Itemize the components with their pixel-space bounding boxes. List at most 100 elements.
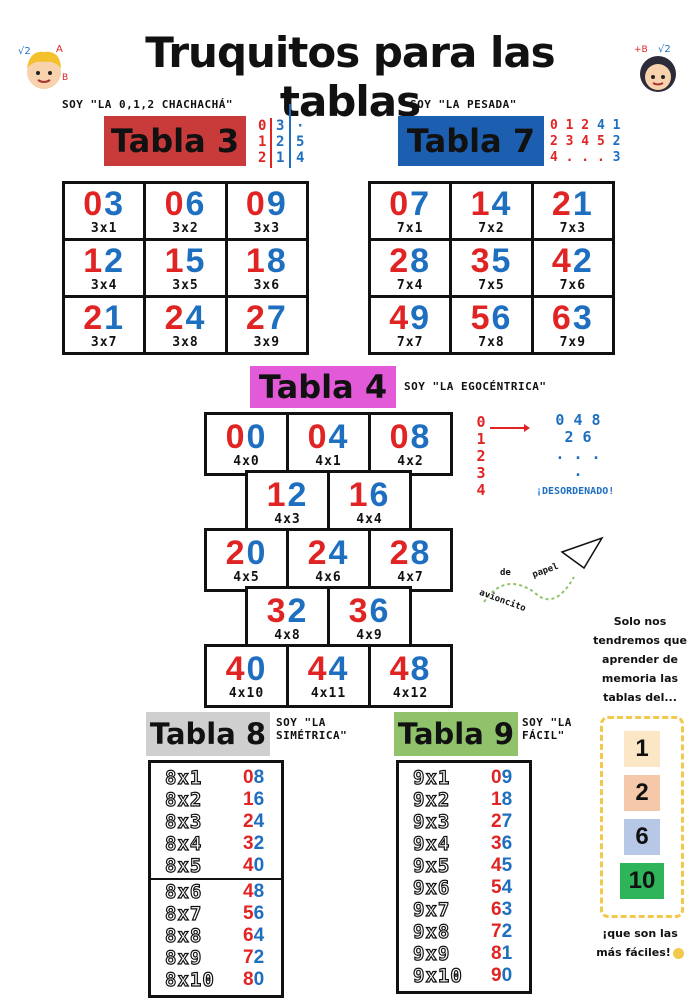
units-digit: 5	[491, 241, 513, 280]
units-digit: 3	[572, 298, 594, 337]
nickname-line: FÁCIL"	[522, 729, 565, 742]
avioncito-logo: de papel avioncito	[474, 532, 614, 632]
operation-label: 4x5	[233, 569, 260, 585]
units-digit: 5	[501, 855, 513, 876]
units-digit: 4	[253, 811, 265, 832]
hint-digit: 1	[476, 430, 486, 448]
tens-digit: 4	[389, 298, 411, 337]
tabla7-label: Tabla 7	[398, 116, 544, 166]
hint-digits: 2 6	[564, 428, 592, 446]
operation-label: 9x2	[412, 788, 451, 811]
units-digit: 2	[501, 921, 513, 942]
memory-line: tablas del...	[603, 691, 677, 704]
tabla4-hint-caption: ¡DESORDENADO!	[536, 486, 615, 497]
tens-digit: 6	[243, 925, 254, 946]
hint-digit: 4	[476, 481, 486, 499]
tens-digit: 3	[491, 833, 502, 854]
operation-label: 7x4	[396, 277, 424, 293]
tabla4-label: Tabla 4	[250, 366, 396, 408]
tens-digit: 6	[491, 899, 502, 920]
tens-digit: 0	[243, 767, 254, 788]
tabla8-nickname: SOY "LA SIMÉTRICA"	[276, 716, 347, 742]
units-digit: 7	[501, 811, 513, 832]
units-digit: 0	[246, 533, 268, 572]
units-digit: 1	[501, 943, 513, 964]
operation-label: 4x4	[356, 511, 383, 527]
hint-digit: 4	[296, 150, 305, 166]
tabla8-label: Tabla 8	[146, 712, 270, 756]
hint-digit: 3	[276, 118, 285, 134]
operation-label: 8x10	[164, 968, 215, 991]
arrow-icon	[490, 418, 530, 437]
tens-digit: 4	[225, 649, 247, 688]
svg-text:√2: √2	[18, 46, 31, 57]
tens-digit: 1	[348, 475, 370, 514]
hint-digits: 3	[612, 150, 621, 165]
operation-label: 8x2	[164, 788, 203, 811]
tens-digit: 0	[307, 417, 329, 456]
operation-label: 4x9	[356, 627, 383, 643]
hint-digit: 2	[258, 150, 267, 166]
operation-label: 7x3	[559, 220, 587, 236]
units-digit: 2	[253, 947, 265, 968]
units-digit: 4	[328, 417, 350, 456]
hint-digit: 2	[276, 134, 285, 150]
units-digit: 7	[410, 184, 432, 223]
tens-digit: 1	[266, 475, 288, 514]
units-digit: 3	[501, 899, 513, 920]
units-digit: 0	[253, 855, 265, 876]
nickname-line: SIMÉTRICA"	[276, 729, 348, 742]
tens-digit: 4	[243, 881, 254, 902]
operation-label: 9x3	[412, 810, 451, 833]
operation-label: 9x9	[412, 942, 451, 965]
list-divider	[151, 878, 281, 880]
operation-label: 3x8	[172, 334, 199, 350]
logo-text: de	[500, 568, 511, 578]
tens-digit: 4	[389, 649, 411, 688]
svg-text:+B: +B	[634, 45, 648, 55]
operation-label: 8x4	[164, 832, 203, 855]
operation-label: 4x7	[397, 569, 424, 585]
hint-digit: 1	[258, 134, 267, 150]
tens-digit: 3	[266, 591, 288, 630]
units-digit: 4	[253, 925, 265, 946]
operation-label: 7x7	[396, 334, 424, 350]
units-digit: 2	[253, 833, 265, 854]
operation-label: 7x2	[478, 220, 505, 236]
units-digit: 1	[104, 298, 126, 337]
operation-label: 4x12	[392, 685, 429, 701]
operation-label: 9x7	[412, 898, 451, 921]
nickname-line: SOY "LA	[522, 716, 572, 729]
units-digit: 0	[501, 965, 513, 986]
page-title: Truquitos para las tablas	[145, 28, 555, 126]
memory-line: memoria las	[601, 672, 679, 685]
hint-divider	[270, 118, 272, 168]
